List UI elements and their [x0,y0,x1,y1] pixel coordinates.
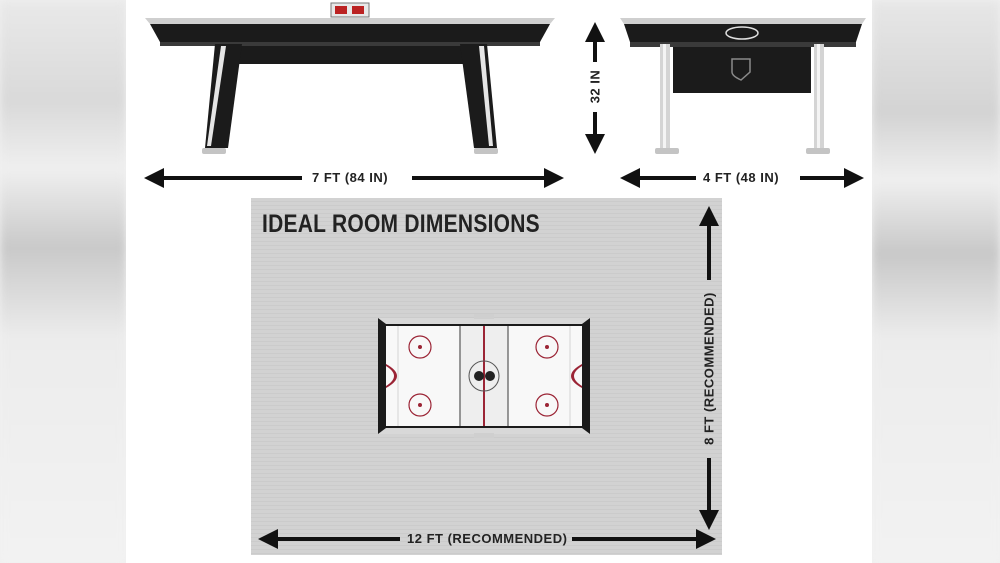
height-dimension-label: 32 IN [587,69,603,104]
league-shield-icon [731,58,751,81]
blurred-background-right [872,0,1000,563]
width-dimension-label: 4 FT (48 IN) [703,170,780,185]
end-view-table [620,18,866,154]
blurred-background-left [0,0,126,563]
scoreboard-icon [330,2,370,18]
room-title: IDEAL ROOM DIMENSIONS [262,210,540,238]
side-view-table [145,2,555,154]
room-width-label: 12 FT (RECOMMENDED) [407,531,568,546]
room-depth-label: 8 FT (RECOMMENDED) [701,292,717,445]
length-dimension-label: 7 FT (84 IN) [312,170,389,185]
room-top-view-table [378,314,590,438]
